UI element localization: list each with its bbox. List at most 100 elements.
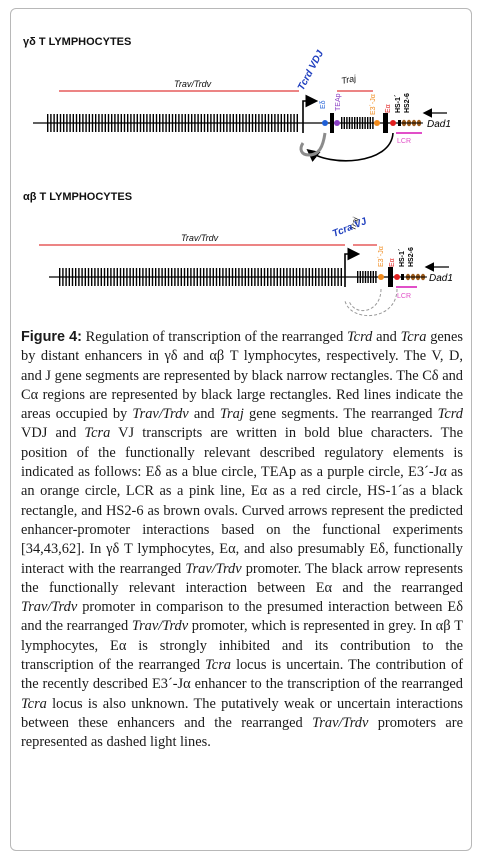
gene-segment-bar bbox=[296, 114, 298, 132]
e-alpha-label: Eα bbox=[389, 258, 396, 267]
gene-segment-bar bbox=[219, 114, 222, 132]
caption-text: Traj bbox=[219, 406, 244, 423]
gene-segment-bar bbox=[200, 114, 202, 132]
gene-segment-bar bbox=[130, 114, 132, 132]
gene-segment-bar bbox=[171, 268, 173, 286]
gene-segment-bar bbox=[264, 114, 266, 132]
gene-segment-bar bbox=[258, 114, 260, 132]
gene-segment-bar bbox=[357, 271, 359, 283]
gene-segment-bar bbox=[126, 268, 128, 286]
caption-text: Regulation of transcription of the rearr… bbox=[81, 329, 347, 345]
gene-segment-bar bbox=[177, 268, 179, 286]
gene-segment-bar bbox=[132, 268, 134, 286]
dad1-label: Dad1 bbox=[429, 273, 453, 284]
gene-segment-bar bbox=[139, 114, 142, 132]
gene-segment-bar bbox=[145, 268, 147, 286]
hs1-label: HS-1´ bbox=[399, 248, 406, 267]
gene-segment-bar bbox=[283, 268, 285, 286]
gene-segment-bar bbox=[247, 268, 250, 286]
e-alpha-circle bbox=[390, 120, 396, 126]
caption-text: Tcra bbox=[205, 657, 231, 674]
e-delta-label: Eδ bbox=[320, 100, 327, 109]
j-segment-bars bbox=[341, 117, 374, 129]
gene-segment-bar bbox=[161, 268, 163, 286]
gene-segment-bar bbox=[180, 268, 182, 286]
gene-segment-bar bbox=[251, 114, 254, 132]
gene-segment-bar bbox=[263, 268, 266, 286]
gene-segment-bar bbox=[287, 114, 289, 132]
gene-segment-bar bbox=[104, 114, 106, 132]
caption-text: Trav/Trdv bbox=[185, 560, 242, 577]
lcr-label: LCR bbox=[397, 293, 411, 300]
traj-label: Traj bbox=[340, 73, 358, 86]
gene-segment-bar bbox=[361, 117, 364, 129]
hs2-6-label: HS2-6 bbox=[404, 93, 411, 113]
caption-text: locus is uncertain. The contribution of … bbox=[21, 657, 463, 693]
gene-segment-bar bbox=[343, 117, 345, 129]
gene-segment-bar bbox=[158, 268, 160, 286]
gene-segment-bar bbox=[159, 114, 161, 132]
gene-segment-bar bbox=[142, 268, 144, 286]
gene-segment-bar bbox=[210, 114, 212, 132]
e-alpha-interaction-arrow bbox=[344, 288, 398, 317]
gene-segment-bar bbox=[305, 268, 307, 286]
figure-caption: Figure 4: Regulation of transcription of… bbox=[21, 328, 463, 753]
gene-segment-bar bbox=[107, 114, 110, 132]
gene-segment-bar bbox=[209, 268, 211, 286]
gene-segment-bar bbox=[127, 114, 129, 132]
promoter-arrow bbox=[302, 94, 319, 133]
gene-segment-bar bbox=[276, 268, 278, 286]
gene-segment-bar bbox=[279, 268, 282, 286]
gene-segment-bar bbox=[369, 117, 371, 129]
v-segment-bars bbox=[59, 268, 342, 286]
gene-segment-bar bbox=[372, 271, 374, 283]
gene-segment-bar bbox=[340, 268, 342, 286]
gene-segment-bar bbox=[226, 114, 228, 132]
gene-segment-bar bbox=[111, 114, 113, 132]
gene-segment-bar bbox=[100, 268, 102, 286]
caption-text: Tcra bbox=[84, 425, 111, 442]
caption-text: promoter in comparison to the presumed i… bbox=[21, 599, 463, 635]
gene-segment-bar bbox=[75, 114, 78, 132]
lcr-label: LCR bbox=[397, 138, 411, 145]
gene-segment-bar bbox=[56, 114, 58, 132]
dad1-label: Dad1 bbox=[427, 119, 451, 130]
figure-4-diagram: Trav/Trdv Traj Tcrd VDJ Eδ TEAp E3´-Jα bbox=[11, 9, 473, 319]
traj-label: Traj bbox=[348, 216, 360, 231]
gene-segment-bar bbox=[190, 268, 192, 286]
hs1-rect bbox=[401, 274, 404, 280]
e3-ja-label: E3´-Jα bbox=[370, 94, 377, 115]
gene-segment-bar bbox=[222, 268, 224, 286]
gene-segment-bar bbox=[114, 114, 116, 132]
gene-segment-bar bbox=[181, 114, 183, 132]
gene-segment-bar bbox=[257, 268, 259, 286]
gene-segment-bar bbox=[164, 268, 166, 286]
caption-text: VDJ and bbox=[21, 425, 85, 442]
gene-segment-bar bbox=[367, 117, 369, 129]
gene-segment-bar bbox=[318, 268, 320, 286]
gene-segment-bar bbox=[113, 268, 115, 286]
gene-segment-bar bbox=[354, 117, 356, 129]
gene-segment-bar bbox=[248, 114, 250, 132]
gene-segment-bar bbox=[364, 271, 367, 283]
gene-segment-bar bbox=[196, 268, 198, 286]
e-alpha-label: Eα bbox=[385, 104, 392, 113]
gene-segment-bar bbox=[225, 268, 227, 286]
gene-segment-bar bbox=[149, 114, 151, 132]
gene-segment-bar bbox=[72, 114, 74, 132]
gene-segment-bar bbox=[135, 268, 138, 286]
gene-segment-bar bbox=[123, 114, 126, 132]
caption-text: genes by distant enhancers in γδ and αβ … bbox=[21, 329, 463, 423]
gene-segment-bar bbox=[101, 114, 103, 132]
gene-segment-bar bbox=[65, 268, 67, 286]
gene-segment-bar bbox=[308, 268, 310, 286]
gene-segment-bar bbox=[71, 268, 74, 286]
gene-segment-bar bbox=[337, 268, 339, 286]
gene-segment-bar bbox=[78, 268, 80, 286]
gene-segment-bar bbox=[62, 268, 64, 286]
gene-segment-bar bbox=[152, 114, 154, 132]
gene-segment-bar bbox=[286, 268, 288, 286]
trav-trdv-label: Trav/Trdv bbox=[181, 233, 219, 243]
gene-segment-bar bbox=[59, 114, 62, 132]
gene-segment-bar bbox=[194, 114, 196, 132]
